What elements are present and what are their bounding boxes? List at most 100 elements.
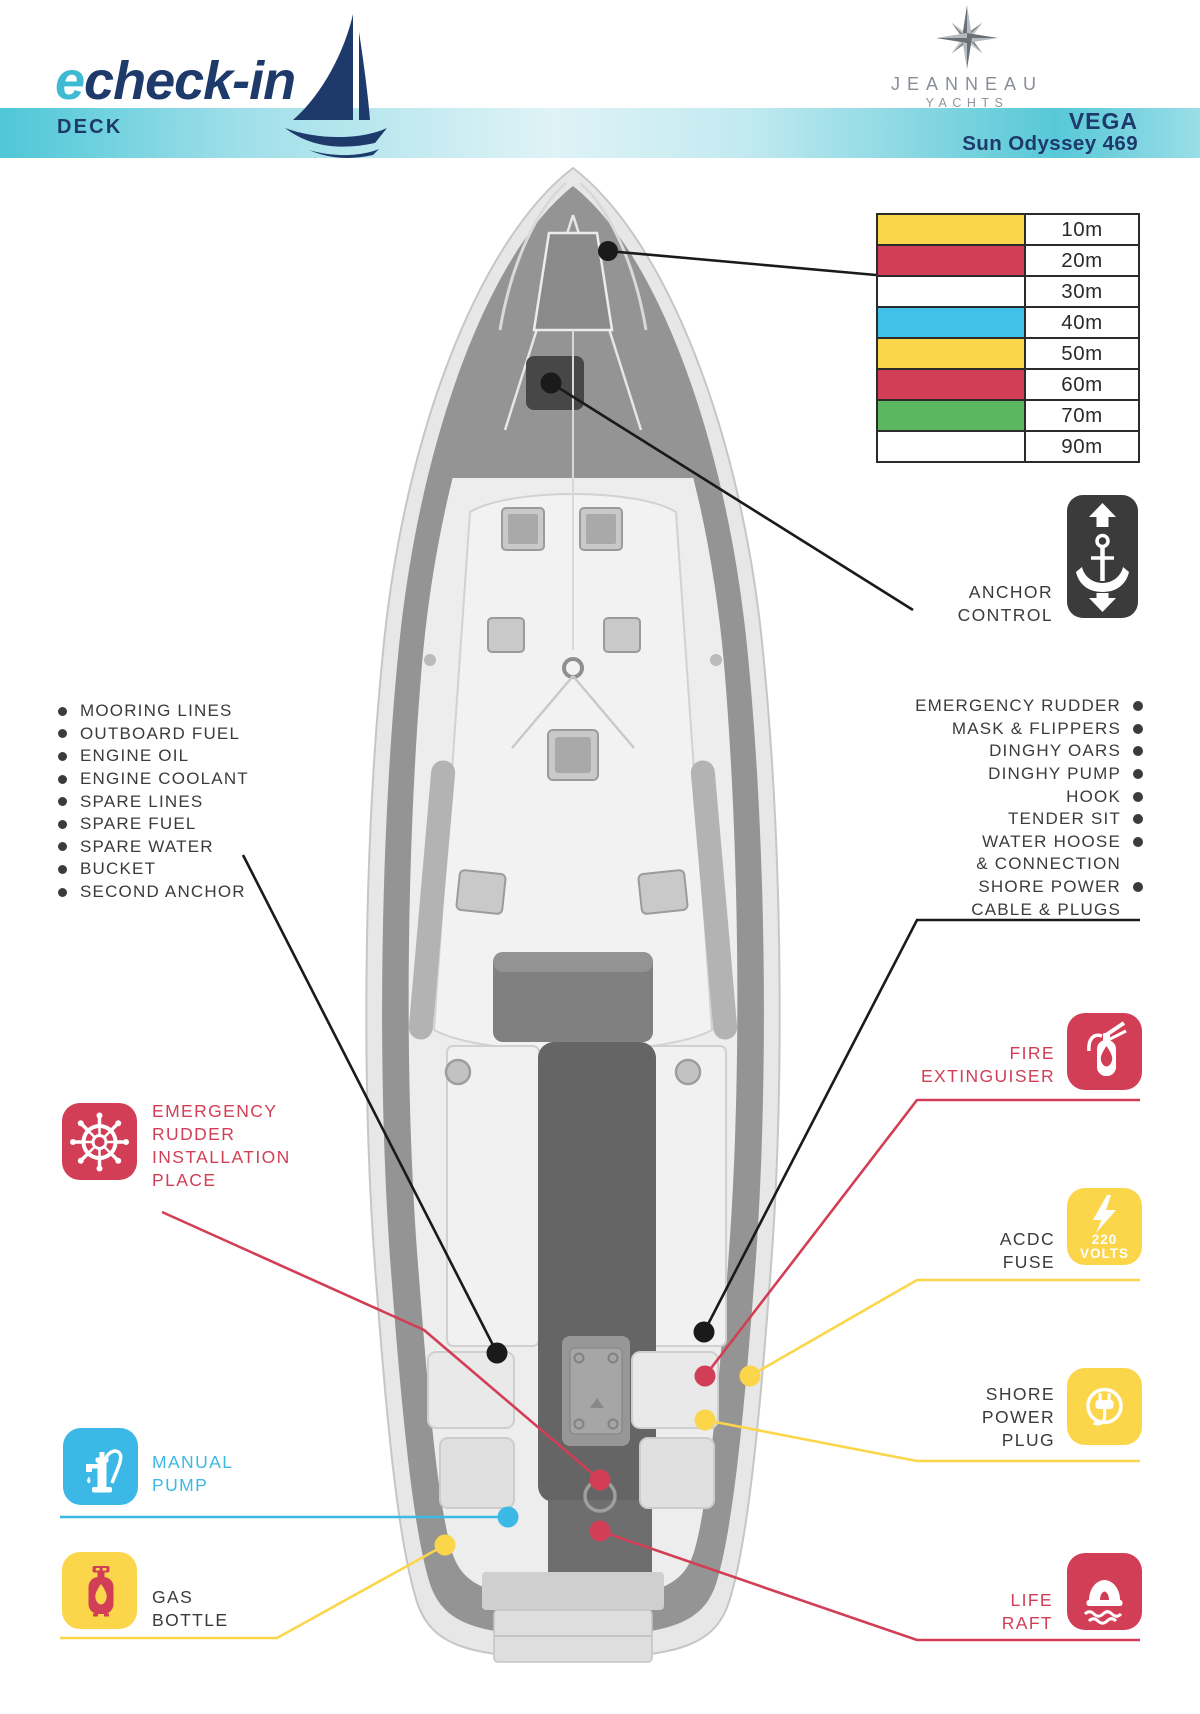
bullet-icon <box>58 797 67 807</box>
header-bar <box>0 108 1200 158</box>
list-item: HOOK <box>915 785 1143 808</box>
list-item: SECOND ANCHOR <box>58 881 249 904</box>
line-length-label: 70m <box>1061 403 1103 427</box>
winch <box>674 1058 702 1086</box>
flame-cutout <box>1100 1046 1113 1067</box>
brand-sub: YACHTS <box>925 96 1009 110</box>
fire-extinguisher-icon <box>1087 1021 1127 1076</box>
bullet-icon <box>58 887 67 897</box>
line-color-swatch <box>878 308 1026 337</box>
sailboat-icon <box>285 14 387 158</box>
wave-icon <box>1083 1610 1123 1618</box>
emergency-rudder-location-dot <box>589 1469 611 1491</box>
arrow-up-icon <box>1089 503 1116 527</box>
life-raft-label: LIFE RAFT <box>1001 1590 1053 1633</box>
list-item: WATER HOOSE <box>915 831 1143 854</box>
callout-anchor-control-line <box>550 381 914 612</box>
life-raft-location-dot <box>589 1520 611 1542</box>
callout-lines <box>60 249 1140 1642</box>
callout-mooring-table-line <box>607 249 877 277</box>
table-row: 20m <box>878 244 1138 275</box>
power-plug-icon <box>1086 1387 1123 1426</box>
deck-hatches <box>455 507 689 915</box>
table-row: 30m <box>878 275 1138 306</box>
list-item: TENDER SIT <box>915 808 1143 831</box>
line-length-label: 50m <box>1061 341 1103 365</box>
anchor-control-icon-box <box>1067 495 1138 618</box>
list-item: OUTBOARD FUEL <box>58 723 249 746</box>
winch <box>444 1058 472 1086</box>
list-item: SPARE WATER <box>58 836 249 859</box>
list-item: MASK & FLIPPERS <box>915 718 1143 741</box>
hand-pump-icon <box>86 1449 123 1493</box>
callout-gas-bottle-line <box>60 1543 446 1640</box>
gas-bottle-label: GAS BOTTLE <box>152 1587 229 1630</box>
shore-power-plug-label: SHORE POWER PLUG <box>981 1384 1055 1450</box>
table-row: 90m <box>878 430 1138 461</box>
list-item: ENGINE COOLANT <box>58 768 249 791</box>
arrow-down-icon <box>1089 593 1116 612</box>
manual-pump-icon-box <box>63 1428 138 1505</box>
line-color-swatch <box>878 246 1026 275</box>
bullet-icon <box>58 842 67 852</box>
door-cutout <box>1100 1591 1109 1600</box>
list-item: EMERGENCY RUDDER <box>915 695 1143 718</box>
acdc-fuse-icon-box: 220 VOLTS <box>1067 1188 1142 1265</box>
right-equipment-list: EMERGENCY RUDDER MASK & FLIPPERS DINGHY … <box>915 695 1143 921</box>
bullet-icon <box>58 706 67 716</box>
list-item: SPARE FUEL <box>58 813 249 836</box>
line-length-label: 10m <box>1061 217 1103 241</box>
callout-life-raft-line <box>599 1529 1140 1642</box>
manual-pump-label: MANUAL PUMP <box>152 1452 234 1495</box>
logo-rest: check-in <box>84 51 296 111</box>
model-name: Sun Odyssey 469 <box>962 132 1138 155</box>
emergency-rudder-icon-box <box>62 1103 137 1180</box>
anchor-control-label: ANCHOR CONTROL <box>957 582 1053 625</box>
callout-acdc-fuse-line <box>749 1278 1140 1378</box>
port-locker-location-dot <box>486 1342 508 1364</box>
line-color-swatch <box>878 339 1026 368</box>
section-title: DECK <box>57 116 123 138</box>
cockpit-bench-port <box>446 1045 540 1347</box>
bullet-icon <box>58 864 67 874</box>
table-row: 40m <box>878 306 1138 337</box>
list-item: MOORING LINES <box>58 700 249 723</box>
shore-power-plug-icon-box <box>1067 1368 1142 1445</box>
bullet-icon <box>1133 791 1143 802</box>
life-raft-icon-box <box>1067 1553 1142 1630</box>
shore-power-plug-location-dot <box>694 1409 716 1431</box>
gas-bottle-icon-box <box>62 1552 137 1629</box>
starboard-locker-location-dot <box>693 1321 715 1343</box>
bullet-icon <box>58 729 67 739</box>
echeckin-logo: echeck-in <box>55 50 296 112</box>
acdc-fuse-label: ACDC FUSE <box>999 1229 1055 1272</box>
line-color-swatch <box>878 370 1026 399</box>
gas-bottle-location-dot <box>434 1534 456 1556</box>
table-row: 50m <box>878 337 1138 368</box>
line-length-label: 60m <box>1061 372 1103 396</box>
compass-rose-icon <box>936 5 998 69</box>
gas-bottle-icon <box>88 1566 114 1617</box>
life-raft-icon <box>1083 1580 1123 1625</box>
callout-emergency-rudder-line <box>161 1210 601 1481</box>
bullet-icon <box>1133 882 1143 893</box>
line-color-swatch <box>878 432 1026 461</box>
emergency-rudder-label: EMERGENCY RUDDER INSTALLATION PLACE <box>152 1101 291 1190</box>
bullet-icon <box>58 819 67 829</box>
manual-pump-location-dot <box>497 1506 519 1528</box>
list-item: SPARE LINES <box>58 790 249 813</box>
table-row: 10m <box>878 215 1138 244</box>
bullet-icon <box>1133 723 1143 734</box>
anchor-control-location-dot <box>540 372 562 394</box>
bullet-icon <box>58 751 67 761</box>
left-equipment-list: MOORING LINES OUTBOARD FUEL ENGINE OIL E… <box>58 700 249 903</box>
companionway-hatch <box>493 952 653 1042</box>
bullet-icon <box>1133 746 1143 757</box>
callout-left-list-line <box>241 854 499 1354</box>
callout-fire-extinguisher-line <box>703 1098 1140 1377</box>
callout-right-list-line <box>702 918 1140 1333</box>
list-item: DINGHY PUMP <box>915 763 1143 786</box>
line-color-swatch <box>878 215 1026 244</box>
